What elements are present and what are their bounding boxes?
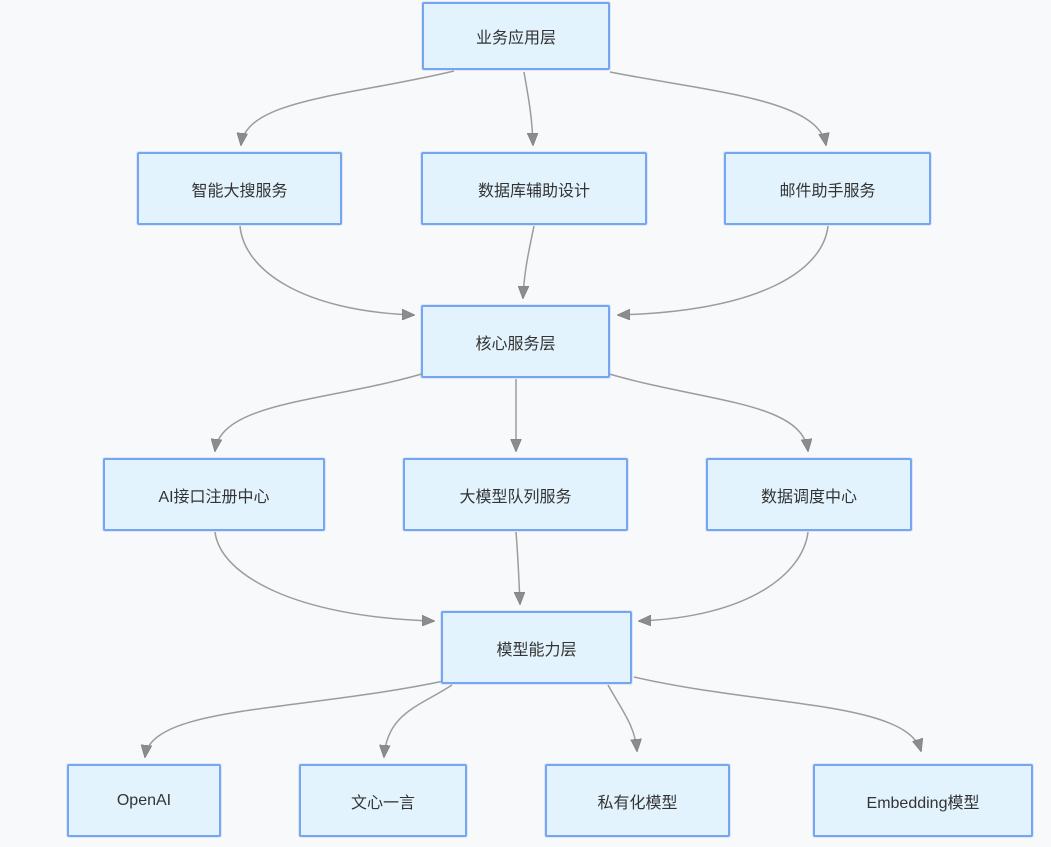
edge-model-openai [145,680,445,757]
node-core-service-layer: 核心服务层 [421,305,610,378]
node-llm-queue-service: 大模型队列服务 [403,458,628,531]
edge-search-core [239,225,414,315]
node-smart-search-service: 智能大搜服务 [137,152,342,225]
node-database-assist-design: 数据库辅助设计 [421,152,647,225]
edge-model-embed [633,676,921,751]
node-embedding-model: Embedding模型 [813,764,1033,837]
node-wenxin-yiyan: 文心一言 [299,764,467,837]
node-data-scheduling-center: 数据调度中心 [706,458,912,531]
edge-model-wenxin [384,684,453,757]
node-openai: OpenAI [67,764,221,837]
node-ai-api-registry-center: AI接口注册中心 [103,458,325,531]
edge-queue-model [516,531,520,604]
edge-core-ai [215,372,426,451]
edge-mail-core [618,225,829,315]
edge-biz-db [523,71,533,145]
edge-biz-search [241,70,455,145]
node-business-application-layer: 业务应用层 [422,2,610,70]
edge-ai-model [214,531,434,621]
node-private-model: 私有化模型 [545,764,730,837]
node-mail-assistant-service: 邮件助手服务 [724,152,931,225]
edge-model-private [607,684,637,751]
edge-biz-mail [609,71,826,145]
edge-data-model [639,531,809,621]
edge-db-core [523,225,535,298]
edge-core-data [605,372,808,451]
node-model-capability-layer: 模型能力层 [441,611,632,684]
